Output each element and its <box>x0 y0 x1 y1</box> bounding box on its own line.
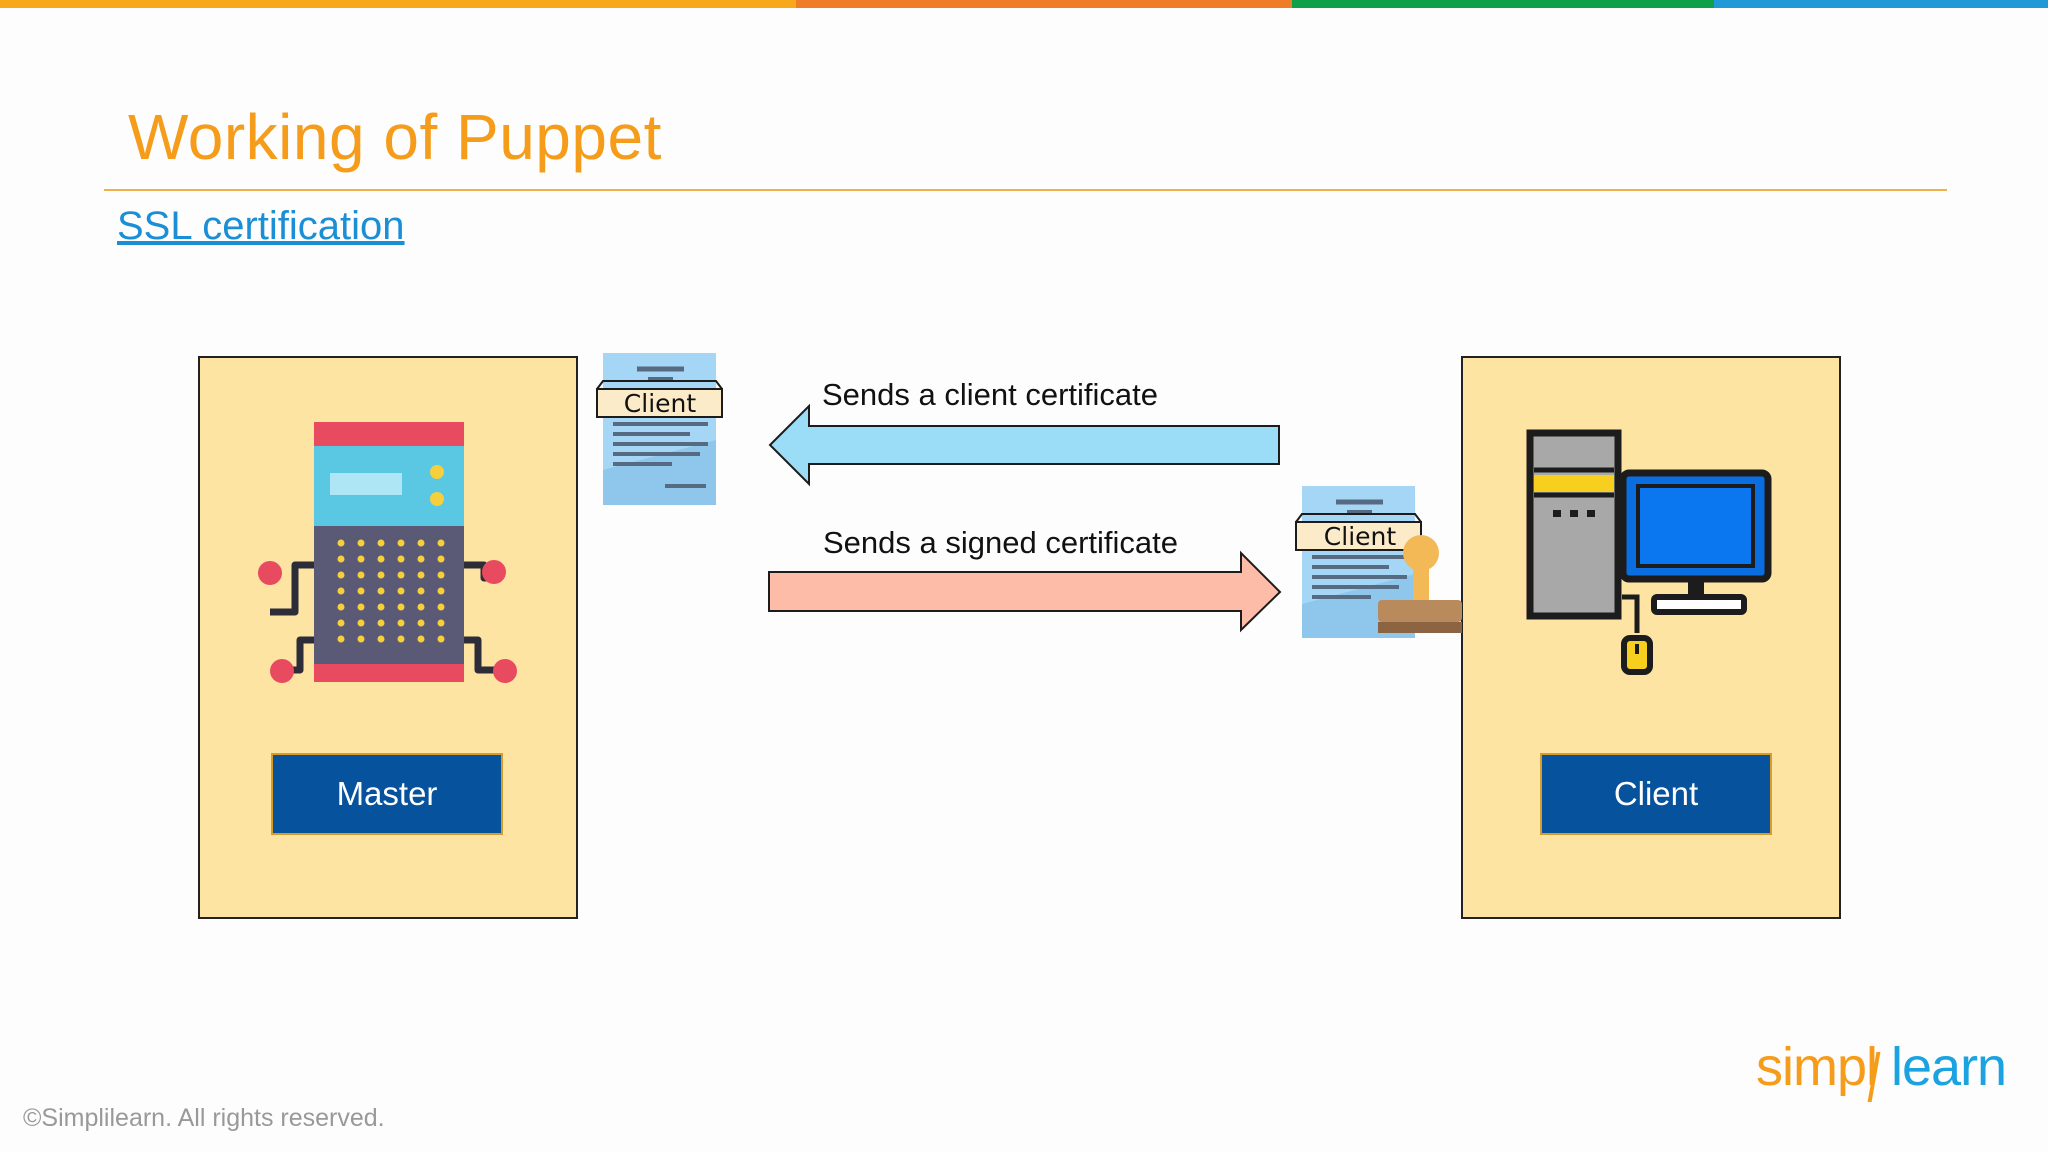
copyright-text: ©Simplilearn. All rights reserved. <box>23 1104 385 1132</box>
master-label: Master <box>271 753 503 835</box>
desktop-computer-icon <box>1526 429 1772 675</box>
signed-cert-tag: Client <box>1323 522 1397 551</box>
logo-part-learn: learn <box>1891 1037 2007 1097</box>
top-bar-segment-green <box>1292 0 1714 8</box>
stamped-certificate-icon <box>1295 486 1462 638</box>
request-arrow <box>768 403 1280 487</box>
title-divider <box>104 189 1947 191</box>
response-arrow <box>768 550 1282 633</box>
client-cert-tag: Client <box>623 389 697 418</box>
subtitle-link[interactable]: SSL certification <box>117 204 405 248</box>
logo-part-simpl: simpl <box>1756 1037 1878 1097</box>
server-robot-icon <box>258 422 517 683</box>
top-bar-segment-blue <box>1714 0 2048 8</box>
top-bar-segment-orange <box>0 0 796 8</box>
top-color-bar <box>0 0 2048 8</box>
page-title: Working of Puppet <box>128 101 662 173</box>
top-bar-segment-dark-orange <box>796 0 1292 8</box>
response-arrow-label: Sends a signed certificate <box>823 525 1178 560</box>
client-label: Client <box>1540 753 1772 835</box>
certificate-document-icon <box>596 353 723 505</box>
request-arrow-label: Sends a client certificate <box>822 377 1159 412</box>
